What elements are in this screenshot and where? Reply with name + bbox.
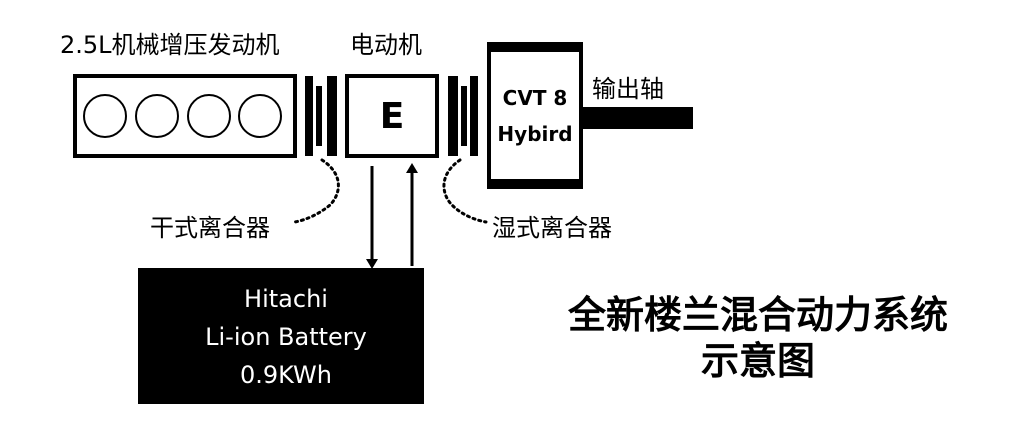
wet-clutch bbox=[448, 76, 478, 156]
dry-clutch bbox=[305, 76, 337, 156]
output-shaft-label: 输出轴 bbox=[592, 75, 664, 103]
engine-cylinder-1 bbox=[83, 94, 127, 138]
wet-clutch-leader bbox=[442, 158, 488, 224]
dry-clutch-label: 干式离合器 bbox=[150, 214, 270, 242]
battery-label-line1: Hitachi bbox=[244, 285, 328, 313]
diagram-title-line2: 示意图 bbox=[701, 339, 815, 383]
motor-block bbox=[345, 74, 439, 158]
wet-clutch-label: 湿式离合器 bbox=[492, 214, 612, 242]
cvt-label-line2: Hybird bbox=[497, 122, 572, 146]
cvt-label-line1: CVT 8 bbox=[503, 86, 568, 110]
engine-cylinder-2 bbox=[135, 94, 179, 138]
engine-cylinder-3 bbox=[187, 94, 231, 138]
battery-label-line2: Li-ion Battery bbox=[205, 323, 367, 351]
battery-label-line3: 0.9KWh bbox=[240, 361, 332, 389]
output-shaft bbox=[583, 107, 693, 129]
motor-label: 电动机 bbox=[350, 31, 422, 59]
engine-label: 2.5L机械增压发动机 bbox=[60, 31, 280, 59]
diagram-title-line1: 全新楼兰混合动力系统 bbox=[567, 293, 948, 337]
motor-letter: E bbox=[380, 96, 405, 137]
engine-cylinder-4 bbox=[238, 94, 282, 138]
battery-block bbox=[138, 268, 424, 404]
cvt-transmission bbox=[487, 42, 583, 189]
dry-clutch-leader bbox=[293, 158, 340, 224]
